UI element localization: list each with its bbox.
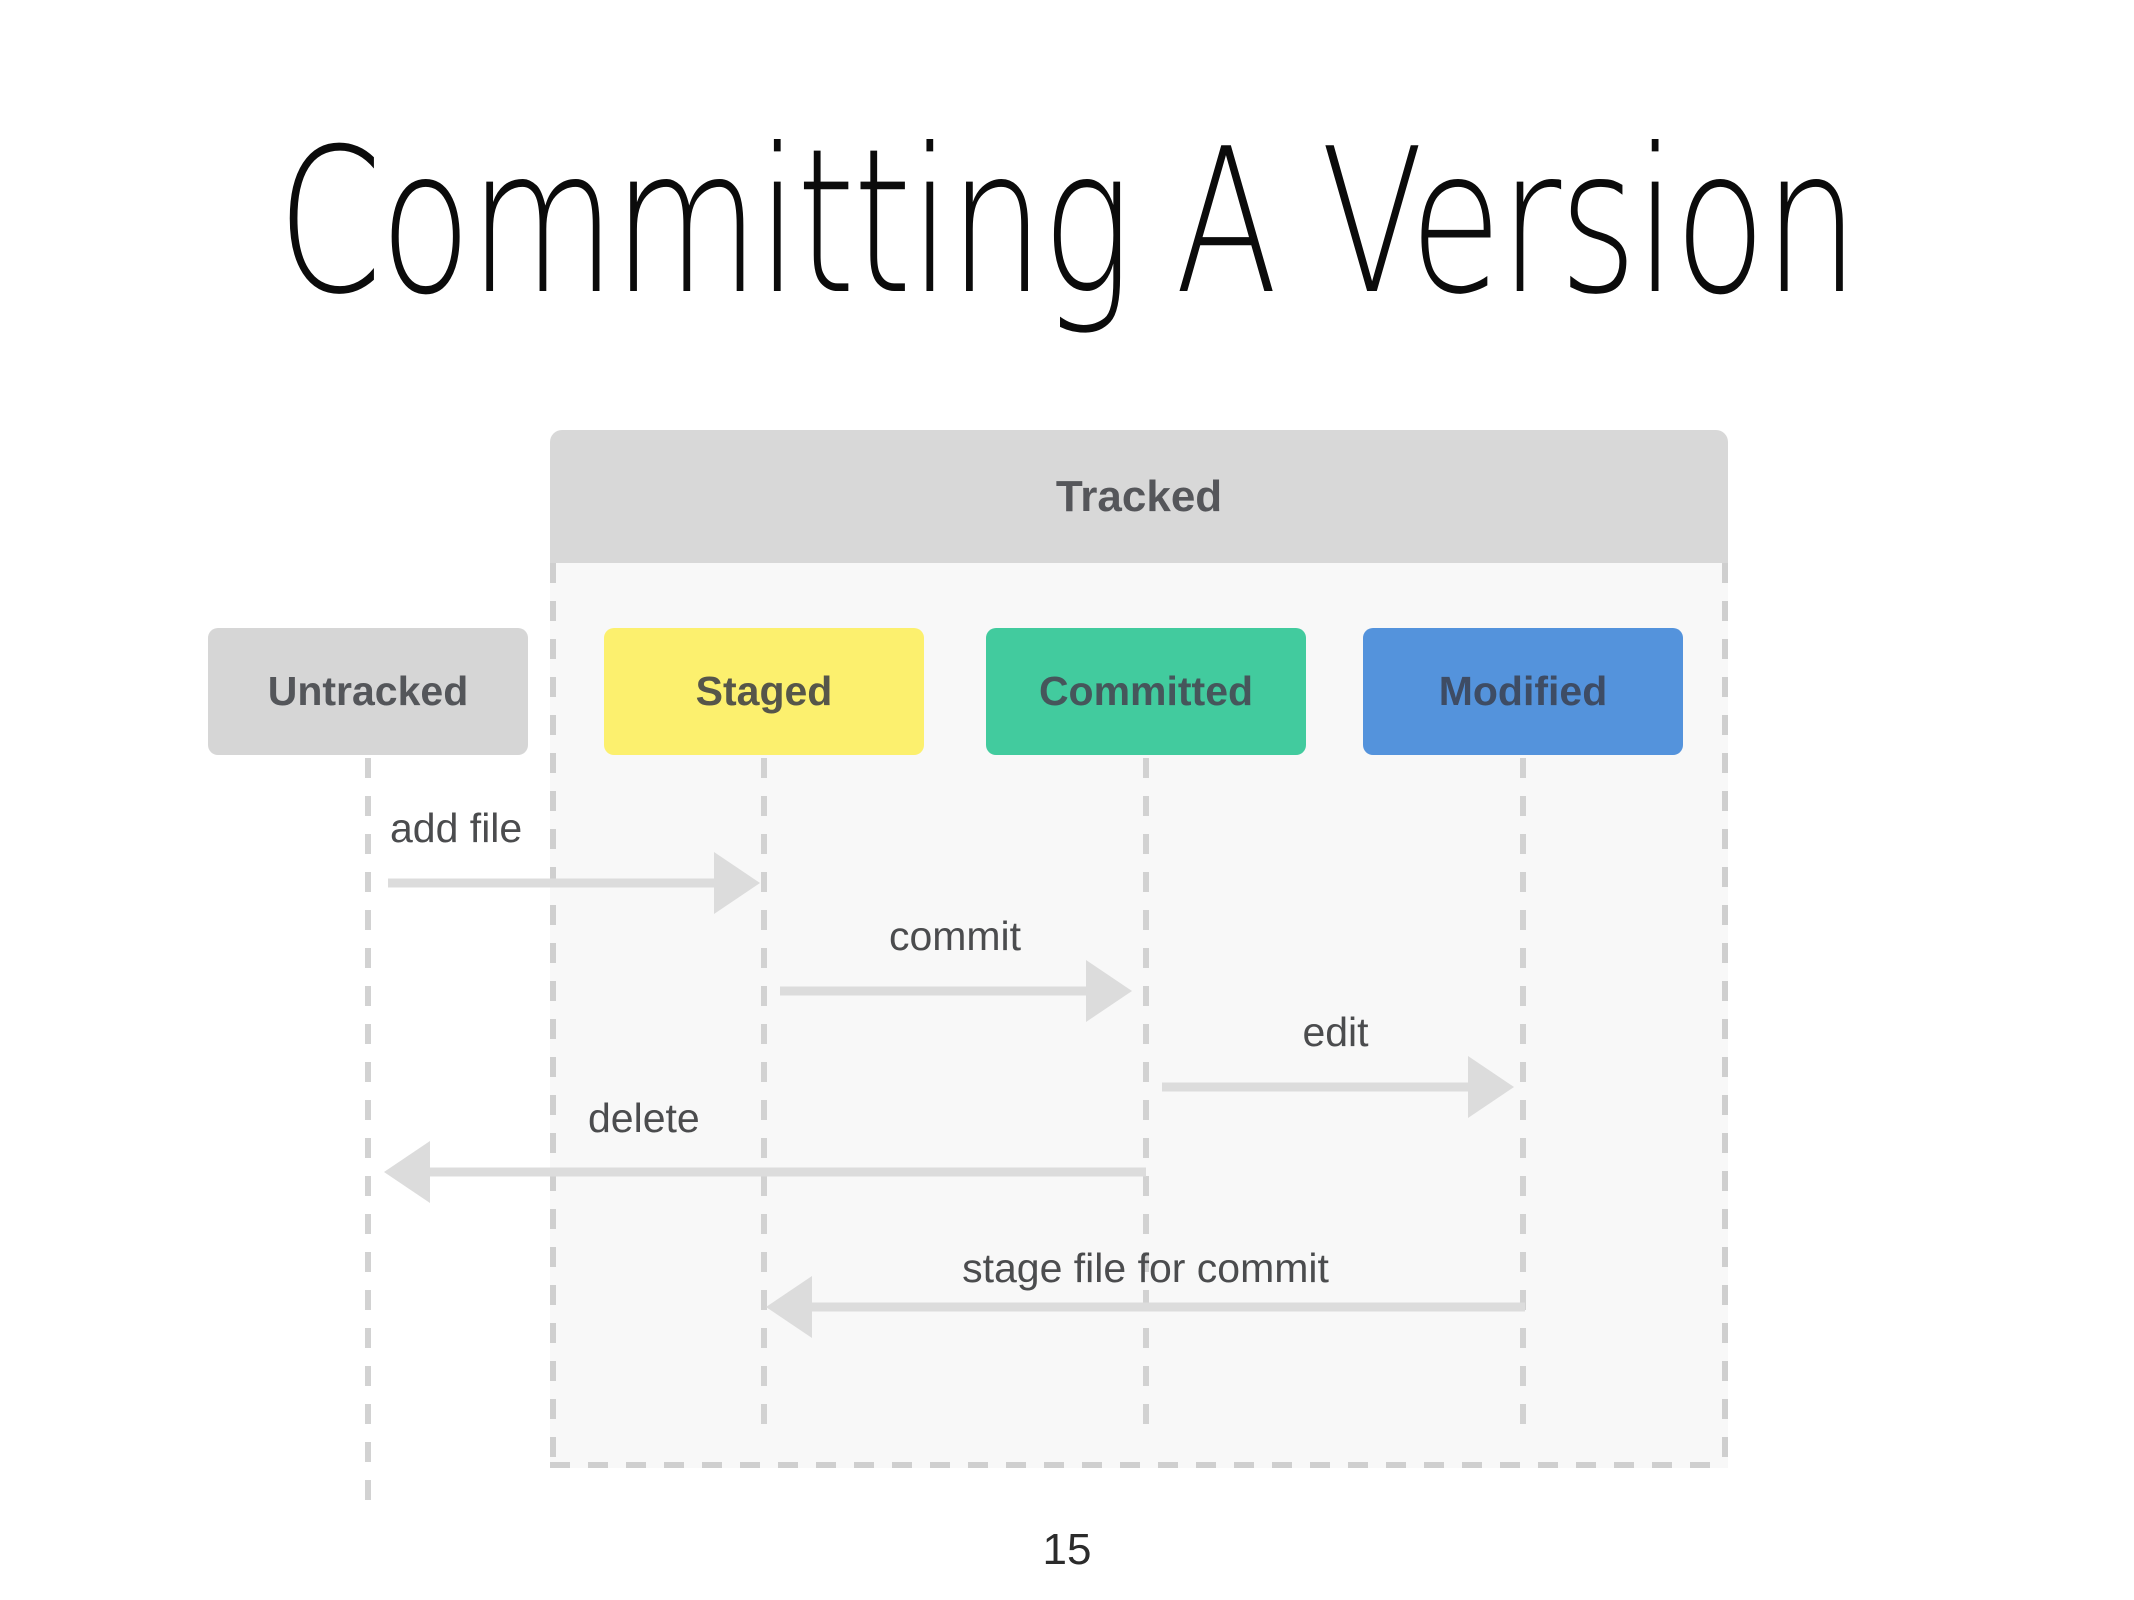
page-number: 15 <box>1042 1525 1092 1574</box>
transition-arrow-commit <box>780 960 1132 1022</box>
transition-label-delete: delete <box>588 1095 700 1141</box>
slide-title: Committing A Version <box>277 106 1859 339</box>
arrow-shaft <box>780 986 1090 996</box>
transition-arrow-delete <box>384 1141 1146 1203</box>
state-label-untracked: Untracked <box>267 668 469 714</box>
transition-arrow-edit <box>1162 1056 1514 1118</box>
arrow-head-right-icon <box>714 852 760 914</box>
transition-label-edit: edit <box>1302 1009 1369 1055</box>
arrow-head-left-icon <box>766 1276 812 1338</box>
state-box-committed: Committed <box>986 628 1306 755</box>
arrow-shaft <box>808 1302 1525 1312</box>
state-box-modified: Modified <box>1363 628 1683 755</box>
state-label-modified: Modified <box>1438 668 1608 714</box>
tracked-body-border-bottom <box>550 1462 1728 1468</box>
state-box-untracked: Untracked <box>208 628 528 755</box>
tracked-header-label: Tracked <box>1055 471 1223 521</box>
transition-label-commit: commit <box>888 913 1022 959</box>
state-label-staged: Staged <box>695 668 833 714</box>
arrow-shaft <box>1162 1082 1472 1092</box>
lifeline-untracked <box>365 758 371 1506</box>
transition-arrow-stage-file <box>766 1276 1525 1338</box>
lifeline-modified <box>1520 758 1526 1434</box>
transition-arrow-add-file <box>388 852 760 914</box>
lifeline-committed <box>1143 758 1149 1434</box>
lifeline-staged <box>761 758 767 1434</box>
tracked-body-border-left <box>550 563 556 1468</box>
arrow-shaft <box>388 878 718 888</box>
transition-label-stage-file: stage file for commit <box>962 1245 1329 1291</box>
tracked-header: Tracked <box>550 430 1728 563</box>
tracked-body-border-right <box>1722 563 1728 1468</box>
arrow-head-left-icon <box>384 1141 430 1203</box>
arrow-shaft <box>426 1167 1146 1177</box>
state-label-committed: Committed <box>1038 668 1254 714</box>
transition-label-add-file: add file <box>390 805 523 851</box>
state-box-staged: Staged <box>604 628 924 755</box>
arrow-head-right-icon <box>1468 1056 1514 1118</box>
arrow-head-right-icon <box>1086 960 1132 1022</box>
